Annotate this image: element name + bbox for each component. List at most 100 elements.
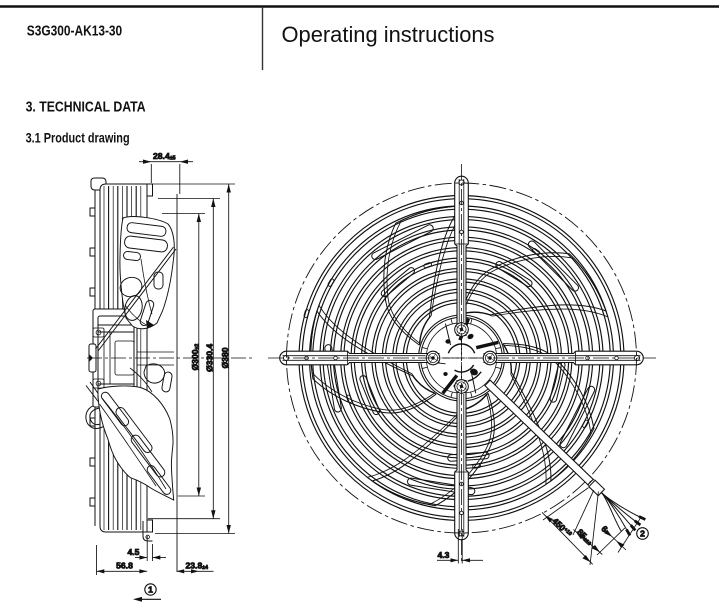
front-impeller-blades-g	[371, 205, 469, 346]
side-blade-top-rect	[123, 250, 141, 262]
side-blade-diagonals-line	[97, 248, 177, 352]
side-grille-band	[99, 183, 148, 533]
side-flange-clips-rect	[89, 247, 96, 257]
dim-d380-text: Ø380	[220, 347, 230, 368]
front-view	[268, 164, 656, 564]
front-impeller-blades-g	[310, 304, 437, 416]
grille-clips-rect	[303, 309, 310, 318]
front-impeller-blades-g-rect	[495, 261, 533, 288]
front-impeller-blades-g-rect	[380, 267, 416, 298]
front-impeller-blades-g-rect	[371, 224, 434, 261]
front-impeller-blades-g-rect	[559, 385, 596, 449]
dim-cable-cluster-path	[591, 544, 600, 553]
cable-assembly-path	[587, 479, 595, 487]
grille-struts-g-path	[279, 351, 440, 365]
dim-28-4-path	[179, 159, 188, 164]
front-hub-line	[470, 371, 477, 394]
front-hub-line	[470, 318, 473, 325]
dim-d380-path	[226, 184, 231, 193]
side-flange-clips-rect	[89, 287, 96, 297]
dim-28-4-path	[143, 159, 152, 164]
side-motor-rect	[92, 378, 105, 389]
side-view	[85, 177, 252, 572]
cable-assembly-polygon	[484, 379, 594, 486]
dim-4-5-path	[139, 555, 148, 560]
grille-struts-g	[279, 350, 440, 366]
side-blade-top-path	[119, 216, 175, 330]
dim-4-3: 4.3	[437, 529, 483, 564]
side-blade-bottom-path	[143, 363, 166, 384]
front-hub-line	[450, 318, 453, 325]
dim-d330-path	[211, 510, 216, 519]
side-flange-clips-rect	[89, 497, 96, 507]
dim-56-8-path	[96, 569, 105, 574]
front-hub-ellipse	[443, 372, 448, 376]
product-code: S3G300-AK13-30	[27, 24, 122, 40]
front-hub-line	[450, 391, 453, 398]
side-blade-bottom-rect	[146, 465, 172, 495]
cable-assembly-line	[638, 515, 646, 521]
front-hub-line	[421, 366, 428, 369]
subsection-title: 3.1 Product drawing	[26, 131, 130, 146]
front-hub-line	[495, 366, 502, 369]
dim-d330: Ø330.4	[148, 198, 220, 520]
dim-28-4: 28.4±5	[139, 151, 193, 194]
grille-struts-g-circle	[458, 530, 465, 537]
dim-cable-cluster-line	[589, 491, 599, 566]
side-flange-clips	[89, 207, 96, 507]
cable-assembly-line	[629, 524, 637, 532]
front-impeller-blades-g-rect	[407, 477, 476, 496]
front-impeller-blades-g-path	[386, 205, 469, 344]
front-hub-ellipse	[470, 368, 478, 376]
dim-28-4-text: 28.4±5	[153, 151, 176, 162]
side-flange-clips-rect	[89, 207, 96, 217]
side-blade-bottom	[97, 363, 175, 501]
grille-clips-rect	[582, 419, 589, 429]
front-hub-line	[470, 391, 473, 398]
page-header: S3G300-AK13-30 Operating instructions	[0, 5, 719, 70]
front-impeller-blades-g-rect	[447, 451, 490, 462]
callout-airflow-circle	[144, 583, 157, 596]
front-impeller-blades-g-path	[462, 256, 609, 318]
front-hub-line	[441, 374, 459, 395]
dim-56-8-path	[139, 569, 148, 574]
grille-clips-rect	[472, 463, 482, 469]
cable-assembly	[484, 379, 646, 537]
dim-23-8: 23.8±4	[176, 560, 214, 574]
grille-clips-rect	[346, 394, 353, 404]
front-hub-line	[475, 340, 499, 350]
front-hub-path	[454, 364, 475, 373]
side-blade-top	[119, 216, 175, 330]
grille-clips-rect	[327, 278, 335, 287]
front-impeller-blades-g-rect	[359, 375, 381, 416]
side-blade-bottom-path	[129, 367, 153, 393]
dim-cable-cluster-text-tspan: ±10	[582, 537, 592, 547]
side-flange-clips-rect	[89, 457, 96, 467]
side-blade-diagonals-line	[95, 246, 174, 350]
side-blade-top-rect	[126, 222, 167, 237]
callout-airflow: 1	[133, 583, 161, 602]
side-blade-bottom-rect	[100, 391, 130, 427]
dim-4-5-path	[152, 555, 161, 560]
grille-struts-g-path	[483, 350, 644, 366]
dim-cable-cluster-text-tspan: +10	[562, 527, 573, 538]
dim-23-8-text-tspan: 23.8	[186, 561, 203, 571]
dim-4-3-path	[462, 558, 470, 563]
callout-cable-circle	[636, 527, 649, 540]
front-impeller-blades-g-rect	[324, 344, 342, 413]
front-impeller-blades-g	[460, 240, 609, 318]
grille-clips	[303, 247, 589, 469]
dim-56-8-text: 56.8	[116, 561, 133, 571]
side-blade-bottom-path	[99, 403, 157, 487]
callout-airflow-text: 1	[148, 585, 153, 595]
side-motor-circle	[95, 380, 102, 387]
dim-4-5: 4.5	[127, 536, 166, 561]
dim-d380-path	[226, 525, 231, 534]
dim-56-8: 56.8	[96, 545, 148, 575]
dim-23-8-text-tspan: ±4	[202, 565, 208, 571]
front-hub-path	[467, 371, 482, 382]
side-motor-rect	[92, 327, 105, 338]
callout-airflow-path	[133, 596, 142, 602]
dim-d300: Ø300±2	[162, 213, 205, 497]
